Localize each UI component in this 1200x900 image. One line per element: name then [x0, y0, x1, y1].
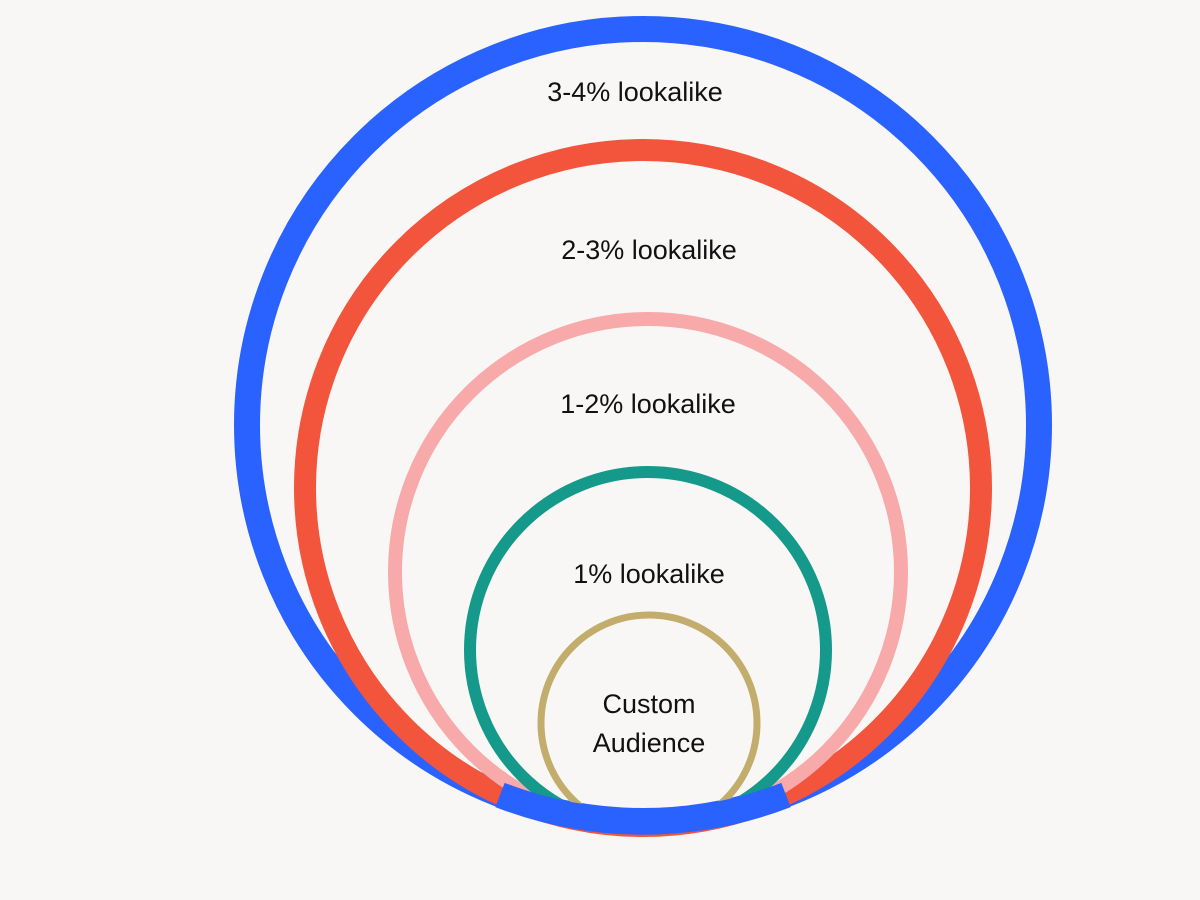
label-custom-audience-line1: Custom — [602, 689, 695, 719]
label-3-4-percent: 3-4% lookalike — [547, 77, 723, 107]
label-1-2-percent: 1-2% lookalike — [560, 389, 736, 419]
ring-custom-audience — [537, 611, 761, 835]
label-1-percent: 1% lookalike — [573, 559, 725, 589]
label-2-3-percent: 2-3% lookalike — [561, 235, 737, 265]
ring-1-percent — [464, 466, 832, 834]
label-custom-audience-line2: Audience — [593, 728, 706, 758]
ring-3-4-percent-bottom-overlap — [495, 782, 791, 835]
